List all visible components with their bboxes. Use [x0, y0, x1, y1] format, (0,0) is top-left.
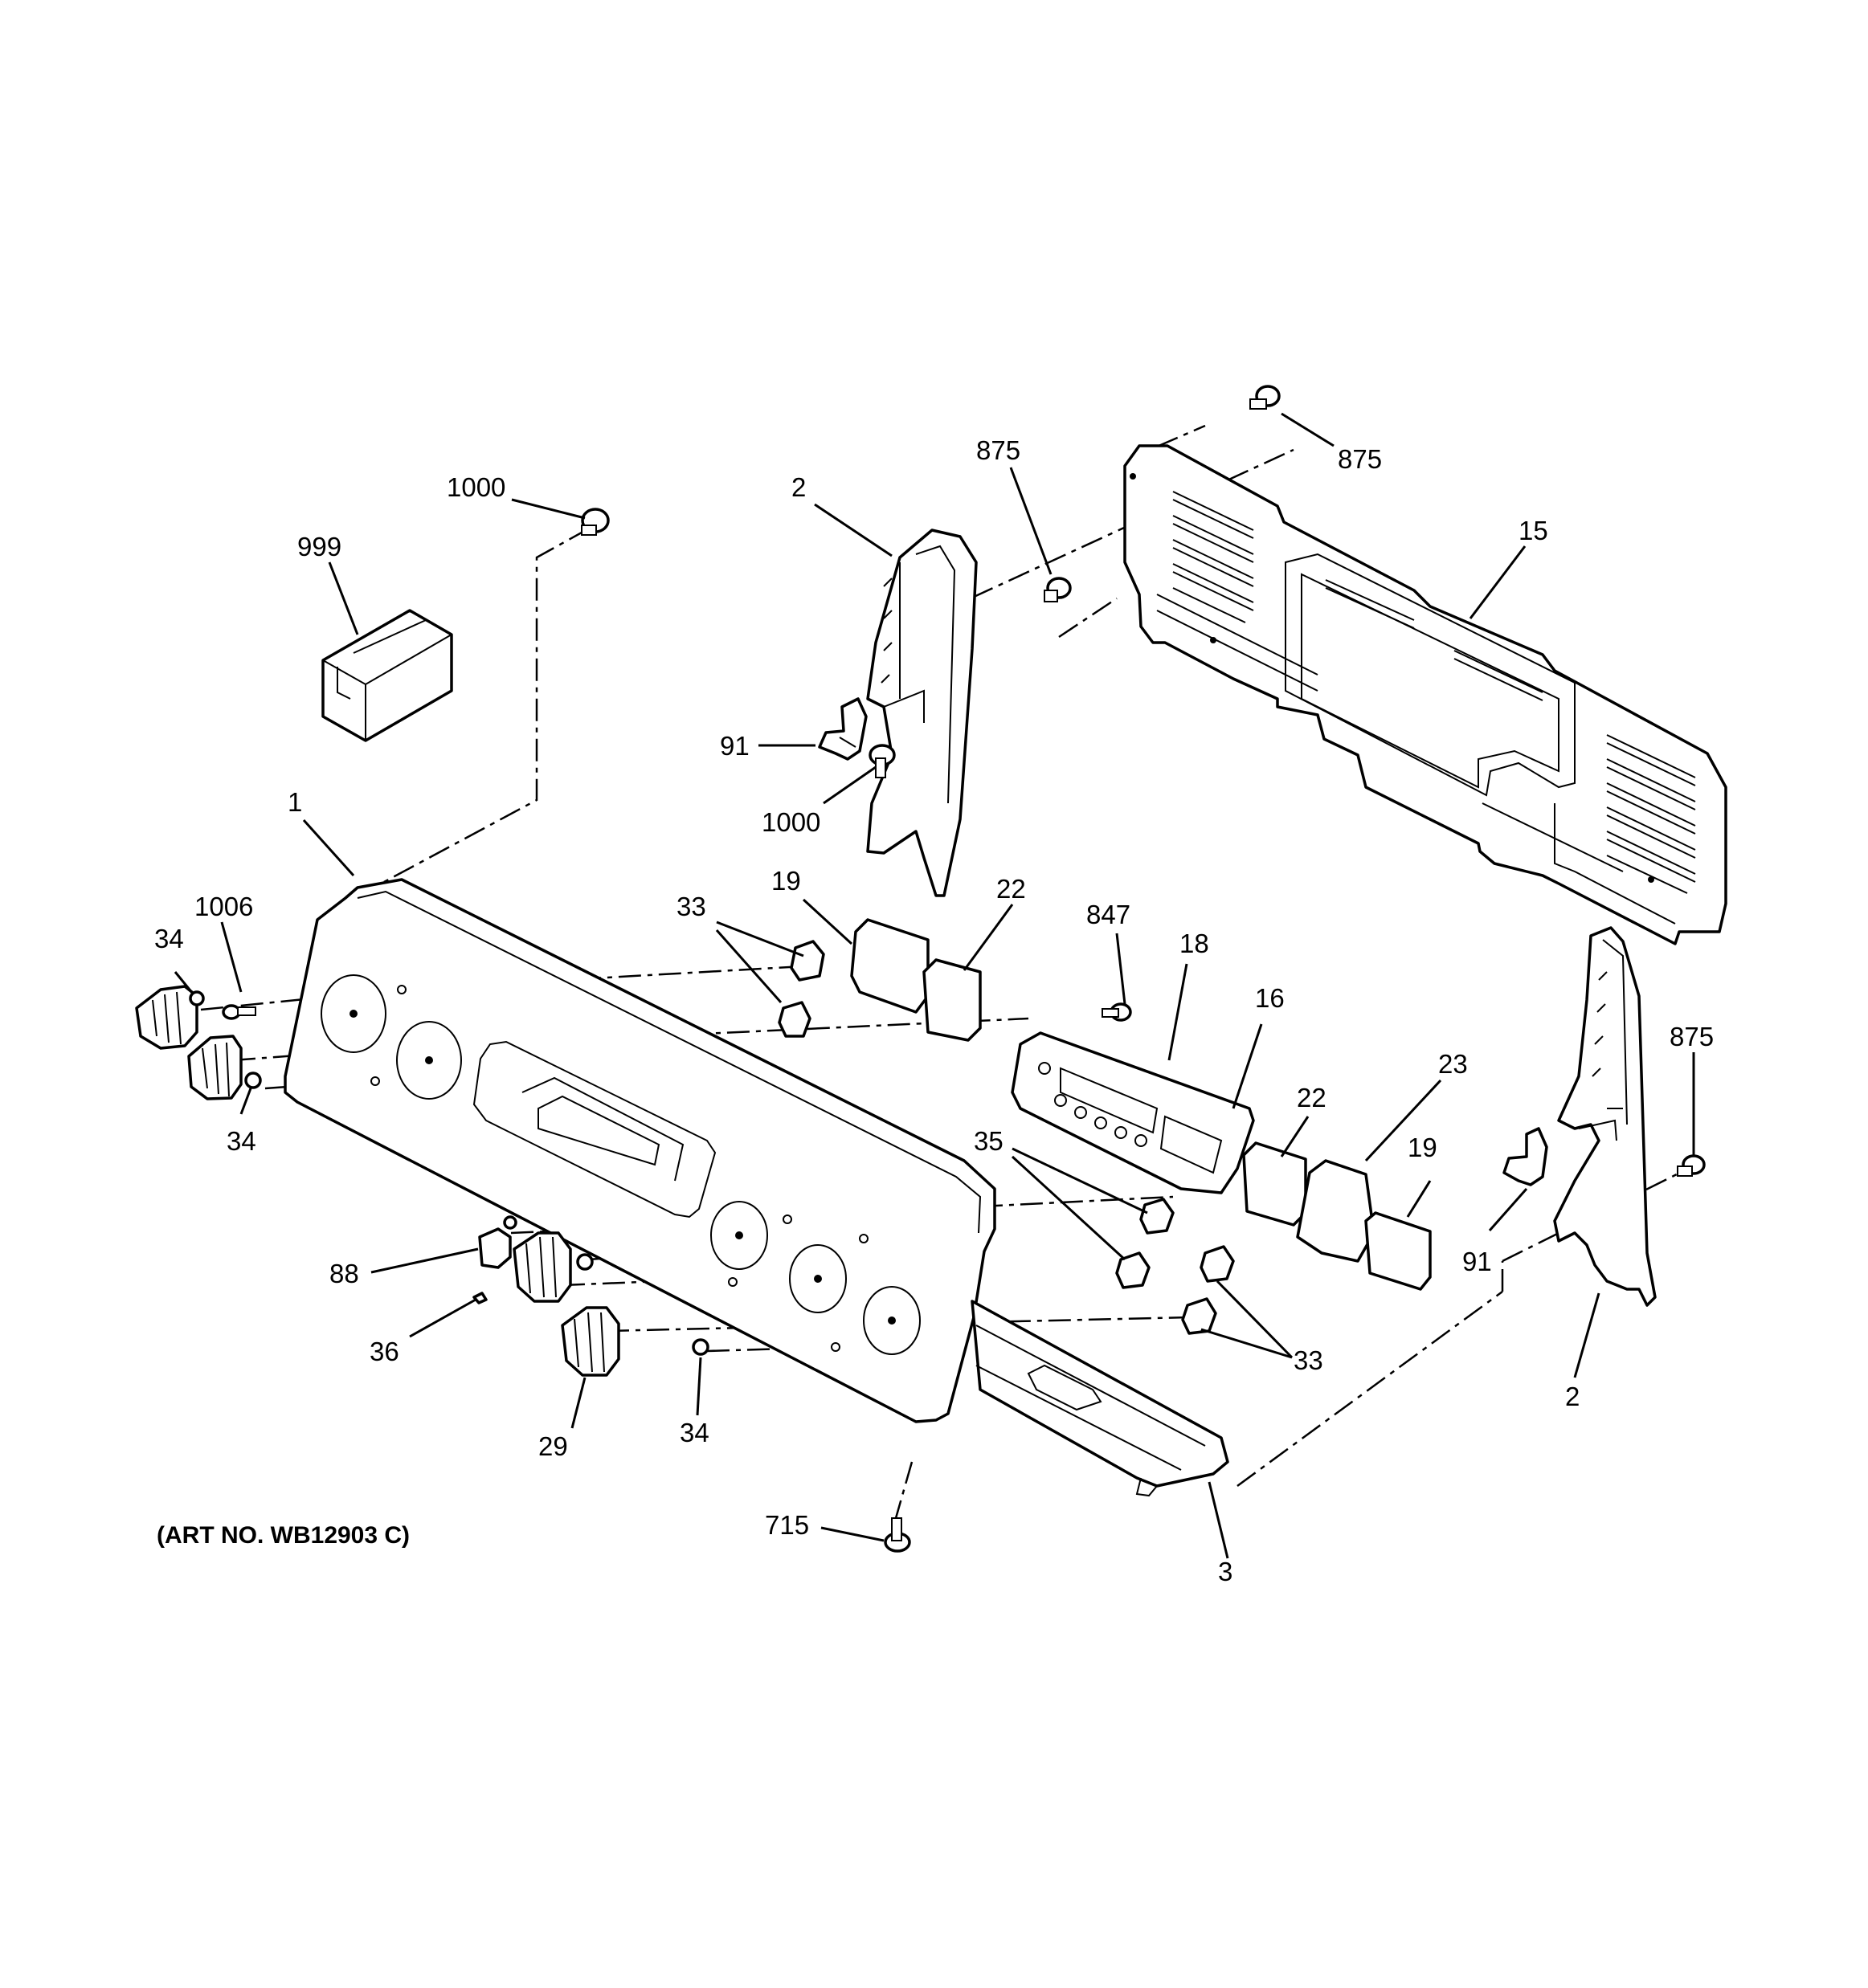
- callout-34-bottom: 34: [680, 1418, 709, 1447]
- callout-34-left-top: 34: [154, 924, 184, 953]
- callout-15: 15: [1519, 516, 1548, 545]
- callout-875-top-left: 875: [976, 435, 1020, 465]
- callout-91-left: 91: [720, 731, 750, 761]
- callout-16: 16: [1255, 983, 1285, 1013]
- callout-19-right: 19: [1408, 1133, 1437, 1162]
- part-clip-91-left: [818, 697, 868, 761]
- callout-875-right: 875: [1670, 1022, 1714, 1051]
- callout-847: 847: [1086, 900, 1130, 929]
- part-screw-875-right: [1677, 1154, 1706, 1177]
- part-end-cap-right: [1553, 926, 1657, 1307]
- callout-22-right: 22: [1297, 1083, 1326, 1112]
- callout-36: 36: [370, 1337, 399, 1366]
- callout-33-bottom: 33: [1294, 1345, 1323, 1375]
- part-back-panel-15: [1123, 444, 1727, 945]
- art-number-caption: (ART NO. WB12903 C): [157, 1522, 410, 1549]
- callout-1000-top: 1000: [447, 472, 505, 502]
- part-screw-1000-top: [581, 508, 610, 536]
- part-bottom-trim-3: [971, 1300, 1229, 1497]
- part-clip-91-right: [1502, 1127, 1548, 1186]
- callout-88: 88: [329, 1259, 359, 1288]
- callout-23: 23: [1438, 1049, 1468, 1079]
- part-screw-715: [884, 1517, 911, 1553]
- callout-715: 715: [765, 1510, 809, 1540]
- callout-1000-mid: 1000: [762, 807, 820, 837]
- part-screw-875-top-left: [1044, 577, 1072, 602]
- callout-33-top: 33: [676, 892, 706, 921]
- callout-19-top: 19: [771, 866, 801, 896]
- part-box-999: [321, 609, 453, 742]
- callout-999: 999: [297, 532, 341, 561]
- callout-22-top: 22: [996, 874, 1026, 904]
- callout-1: 1: [288, 787, 302, 817]
- callout-875-top-right: 875: [1338, 444, 1382, 474]
- callout-91-right: 91: [1462, 1247, 1492, 1276]
- callout-labels: 1000 999 2 875 875 15 91 1000 1 1006 34 …: [154, 435, 1714, 1586]
- part-control-panel-1: [284, 878, 996, 1423]
- callout-29: 29: [538, 1431, 568, 1461]
- callout-2-left: 2: [791, 472, 806, 502]
- part-clock-16: [1011, 1002, 1255, 1194]
- callout-3: 3: [1218, 1557, 1232, 1586]
- part-knobs: [135, 985, 709, 1377]
- callout-2-right: 2: [1565, 1382, 1580, 1411]
- part-switches: [778, 918, 1432, 1335]
- part-screw-875-top-right: [1249, 385, 1281, 410]
- callout-35: 35: [974, 1126, 1003, 1156]
- part-end-cap-left: [866, 529, 978, 897]
- callout-1006: 1006: [194, 892, 253, 921]
- leader-lines: [174, 412, 1695, 1559]
- callout-34-left-bottom: 34: [227, 1126, 256, 1156]
- callout-18: 18: [1179, 929, 1209, 958]
